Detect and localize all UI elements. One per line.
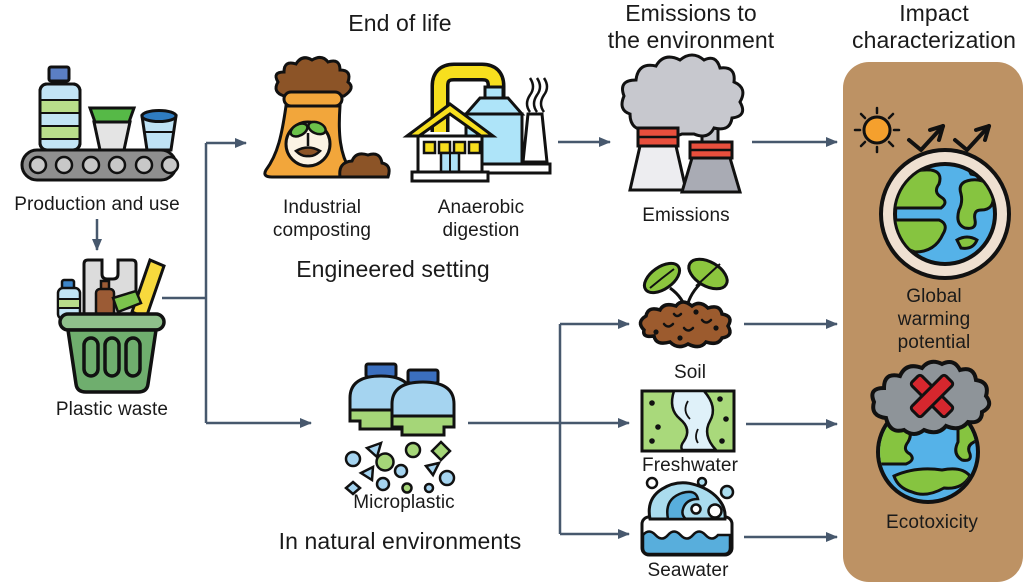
industrial-composting-icon — [263, 55, 391, 179]
sun-icon — [862, 115, 892, 145]
anaerobic-digestion-icon — [402, 62, 552, 183]
header-end-of-life: End of life — [348, 10, 452, 36]
label-soil: Soil — [673, 362, 707, 383]
label-ecotoxicity: Ecotoxicity — [886, 512, 978, 533]
label-industrial-composting: Industrial composting — [272, 197, 372, 241]
red-cross-icon — [909, 373, 955, 419]
emissions-icon — [620, 53, 745, 194]
header-emissions-to-environment: Emissions to the environment — [607, 0, 775, 53]
ecotoxicity-icon — [870, 359, 992, 504]
global-warming-potential-icon — [853, 106, 1011, 280]
label-anaerobic-digestion: Anaerobic digestion — [437, 197, 525, 241]
label-microplastic: Microplastic — [353, 492, 455, 513]
label-global-warming-potential: Global warming potential — [897, 286, 971, 353]
label-freshwater: Freshwater — [641, 455, 739, 476]
header-impact-characterization: Impact characterization — [852, 0, 1016, 53]
soil-icon — [638, 257, 732, 349]
freshwater-icon — [640, 389, 736, 453]
microplastic-icon — [344, 362, 456, 496]
seawater-icon — [640, 476, 735, 557]
label-production: Production and use — [14, 194, 180, 215]
group-label-engineered-setting: Engineered setting — [296, 256, 490, 282]
production-icon — [20, 65, 180, 182]
plastic-waste-icon — [56, 257, 166, 394]
label-emissions: Emissions — [642, 205, 730, 226]
label-seawater: Seawater — [647, 560, 729, 581]
rising-trend-arrows-icon — [907, 124, 991, 152]
label-plastic-waste: Plastic waste — [55, 399, 169, 420]
group-label-in-natural-environments: In natural environments — [278, 528, 522, 554]
